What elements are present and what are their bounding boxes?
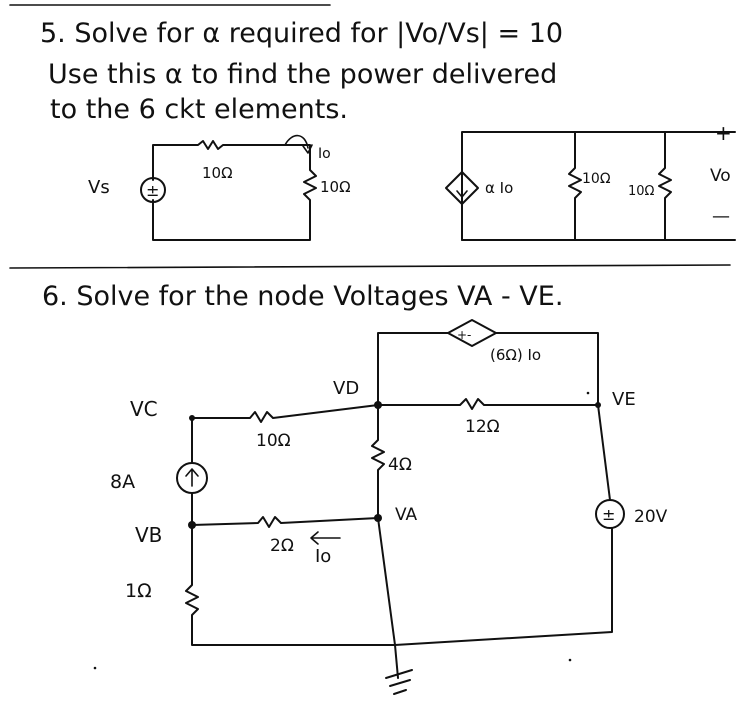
- current-source-arrow: [185, 468, 199, 487]
- r-de-wire: [377, 398, 599, 410]
- dep-voltage-label: (6Ω) Io: [490, 346, 541, 364]
- r-cd-label: 10Ω: [256, 431, 291, 451]
- ve-source-wire: [597, 404, 611, 501]
- node-va: [374, 514, 382, 522]
- va-ground-wire: [377, 517, 399, 679]
- vo-minus: —: [712, 206, 730, 227]
- r1-label: 10Ω: [202, 164, 233, 182]
- dependent-current-arrow: [456, 178, 468, 198]
- dep-current-label: α Io: [485, 179, 513, 197]
- current-source-icon: [176, 462, 208, 494]
- problem6-title: 6. Solve for the node Voltages VA - VE.: [42, 281, 563, 312]
- r4-label: 10Ω: [628, 184, 655, 199]
- node-vc: [189, 415, 195, 421]
- section-divider: [9, 264, 731, 269]
- vo-plus: +: [715, 121, 732, 145]
- node-ve: [595, 402, 601, 408]
- io-arrow-curve: [284, 134, 309, 149]
- r3-label: 10Ω: [582, 171, 611, 187]
- r2-label: 10Ω: [320, 178, 351, 196]
- vc-label: VC: [130, 397, 158, 421]
- problem5-line2: Use this α to find the power delivered: [48, 59, 557, 90]
- node-vd: [374, 401, 382, 409]
- stray-dot: [93, 666, 97, 670]
- ve-label: VE: [612, 389, 636, 410]
- r-ba-label: 2Ω: [270, 536, 294, 556]
- voltage-source-label: 20V: [634, 507, 668, 527]
- vo-label: Vo: [710, 166, 731, 186]
- dependent-current-source-icon: [445, 171, 479, 205]
- r-cd-wire: [191, 404, 379, 423]
- vb-label: VB: [135, 523, 162, 547]
- problem5-line3: to the 6 ckt elements.: [50, 94, 348, 125]
- vs-label: Vs: [88, 177, 110, 198]
- dep-voltage-sign: +-: [457, 328, 471, 342]
- dep-source-left-wire: [377, 332, 449, 406]
- voltage-source-icon: [140, 177, 166, 203]
- io-arrow-p6: [310, 531, 341, 545]
- problem5-left-wires: [152, 140, 317, 241]
- bottom-loop-wire: [185, 524, 613, 646]
- voltage-source-20v-sign: ±: [602, 505, 615, 524]
- r-da-wire: [371, 404, 385, 519]
- r4-wires: [658, 131, 672, 241]
- va-label: VA: [395, 505, 418, 525]
- io-label-p5: Io: [318, 146, 331, 162]
- ground-icon: [385, 669, 413, 695]
- dep-source-right-wire: [495, 332, 599, 406]
- problem5-right-circuit: [445, 131, 736, 241]
- problem5-left-circuit: ±: [140, 134, 317, 241]
- dependent-voltage-source-icon: [447, 319, 497, 347]
- stray-dot: [568, 658, 572, 662]
- io-label-p6: Io: [315, 546, 331, 567]
- problem6-circuit: ±: [176, 319, 625, 695]
- current-source-label: 8A: [110, 471, 135, 493]
- io-arrow-head: [302, 144, 313, 154]
- voltage-source-20v-icon: [595, 499, 625, 529]
- r-de-label: 12Ω: [465, 417, 500, 437]
- stray-dot: [586, 391, 590, 395]
- problem5-line1: 5. Solve for α required for |Vo/Vs| = 10: [40, 18, 563, 49]
- node-vb: [188, 521, 196, 529]
- r-da-label: 4Ω: [388, 455, 412, 475]
- vd-label: VD: [333, 378, 359, 399]
- r3-wires: [568, 131, 582, 241]
- r-ba-wire: [191, 516, 379, 528]
- r-b-gnd-label: 1Ω: [125, 580, 152, 602]
- voltage-source-sign: ±: [146, 181, 159, 200]
